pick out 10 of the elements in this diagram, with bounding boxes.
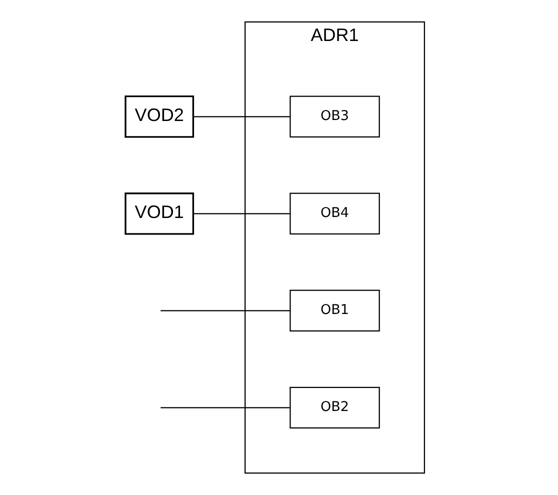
node-box: OB2 bbox=[289, 386, 380, 429]
connector bbox=[160, 310, 290, 312]
node-box: OB3 bbox=[289, 96, 380, 138]
connector bbox=[192, 116, 290, 118]
node-box: VOD1 bbox=[124, 192, 194, 235]
connector bbox=[192, 213, 290, 214]
node-box: VOD2 bbox=[124, 96, 194, 138]
node-box: OB4 bbox=[289, 192, 380, 235]
node-box: OB1 bbox=[289, 290, 380, 332]
connector bbox=[160, 407, 290, 408]
